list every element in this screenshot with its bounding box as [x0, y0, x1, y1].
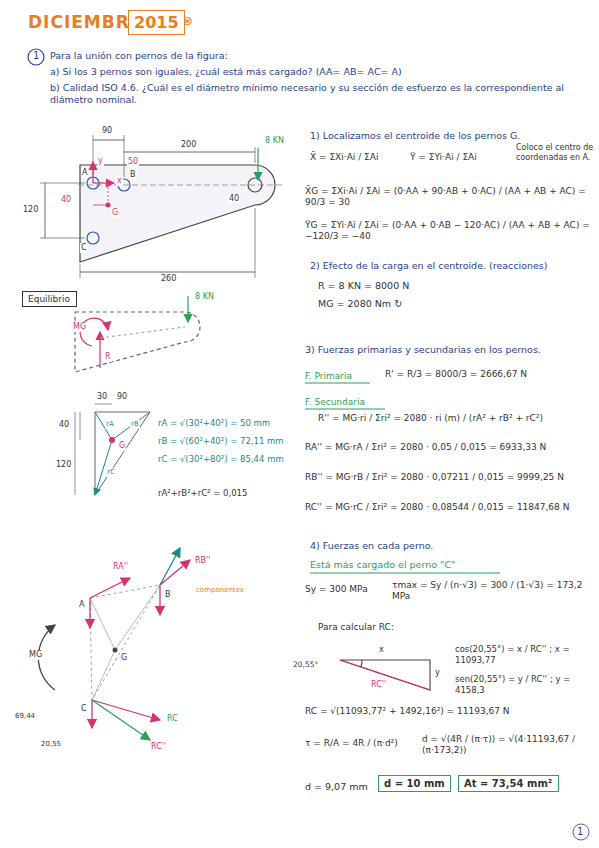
force-label: RA'' — [112, 562, 129, 572]
angle: 20,55 — [40, 740, 62, 749]
dimension: 200 — [180, 140, 197, 150]
box-text: d = 10 mm — [384, 778, 445, 789]
equation: R = 8 KN = 8000 N — [318, 280, 409, 292]
force-label: RC'' — [150, 742, 167, 752]
force-label: R — [104, 352, 112, 362]
equation: Para calcular RC: — [318, 622, 394, 633]
side-label: x — [378, 645, 385, 655]
force-label: RC — [166, 714, 179, 724]
equation: rA²+rB²+rC² = 0,015 — [158, 488, 247, 499]
subheading: F. Primaria — [305, 371, 352, 382]
bolt-label: C — [80, 704, 88, 714]
conclusion: Está más cargado el perno "C" — [310, 559, 455, 571]
equation: X̄ = ΣXi·Ai / ΣAi — [310, 152, 406, 163]
equation: ȲG = ΣYi·Ai / ΣAi = (0·AA + 0·AB − 120·A… — [305, 220, 595, 243]
result-box: d = 10 mm — [378, 775, 451, 792]
dimension: 40 — [58, 420, 70, 430]
equation: MG = 2080 Nm ↻ — [318, 298, 402, 310]
underline — [305, 383, 370, 384]
step-heading: 4) Fuerzas en cada perno. — [310, 540, 595, 552]
load-label: 8 KN — [194, 292, 215, 302]
step-heading: 3) Fuerzas primarias y secundarias en lo… — [305, 344, 595, 356]
axis: y — [97, 156, 104, 166]
subheading: F. Secundaria — [305, 397, 365, 408]
angle: 69,44 — [14, 712, 36, 721]
moment-label: MG — [28, 650, 43, 660]
radius-label: rB — [130, 420, 140, 429]
dimension: 90 — [116, 392, 128, 402]
side-label: RC'' — [370, 680, 387, 690]
radius-label: rA — [105, 420, 115, 429]
page-circle — [573, 824, 589, 840]
equation: Sy = 300 MPa — [305, 584, 387, 595]
callout-number: 1 — [33, 50, 39, 63]
component-triangle — [340, 660, 430, 690]
bolt-label: B — [129, 170, 137, 180]
equation: cos(20,55°) = x / RC'' ; x = 11093,77 — [455, 644, 593, 665]
underline — [310, 572, 500, 573]
equation: X̄G = ΣXi·Ai / ΣAi = (0·AA + 90·AB + 0·A… — [305, 186, 595, 209]
statement: a) Si los 3 pernos son iguales, ¿cuál es… — [50, 66, 595, 78]
section-box: Equilibrio — [22, 291, 77, 307]
radius-label: rC — [106, 468, 116, 477]
force-label: RB'' — [194, 556, 211, 566]
number-circle — [28, 49, 44, 65]
point-label: G — [120, 653, 128, 663]
year-box: 2015 — [128, 10, 185, 35]
equation: d = √(4R / (π·τ)) = √(4·11193,67 / (π·17… — [422, 734, 592, 757]
step-heading: 1) Localizamos el centroide de los perno… — [310, 130, 595, 142]
bolt-label: B — [164, 590, 172, 600]
result-box: At = 73,54 mm² — [458, 775, 559, 792]
box-text: Equilibrio — [28, 294, 70, 304]
dimension: 90 — [101, 126, 113, 136]
equation: rB = √(60²+40²) = 72,11 mm — [158, 436, 284, 447]
equation: R' = R/3 = 8000/3 = 2666,67 N — [385, 369, 590, 380]
load-label: 8 KN — [264, 136, 285, 146]
dimension: 120 — [22, 205, 39, 215]
equation: sen(20,55°) = y / RC'' ; y = 4158,3 — [455, 674, 593, 695]
statement: b) Calidad ISO 4.6. ¿Cuál es el diámetro… — [50, 82, 590, 106]
page-number: 1 — [577, 826, 583, 839]
box-text: 2015 — [134, 13, 179, 32]
bolted-plate — [40, 135, 282, 278]
equation: RC = √(11093,77² + 1492,16²) = 11193,67 … — [305, 706, 595, 717]
axis: x — [116, 176, 123, 186]
bolt-label: C — [80, 243, 88, 253]
dimension: 40 — [228, 194, 240, 204]
result: d = 9,07 mm — [305, 781, 368, 793]
free-body — [75, 296, 200, 372]
equation: RA'' = MG·rA / Σri² = 2080 · 0,05 / 0,01… — [305, 442, 595, 453]
page-title: DICIEMBRE — [28, 12, 142, 32]
note: componentes — [196, 586, 244, 595]
equation: RC'' = MG·rC / Σri² = 2080 · 0,08544 / 0… — [305, 502, 595, 513]
point-label: G — [111, 208, 119, 218]
equation: RB'' = MG·rB / Σri² = 2080 · 0,07211 / 0… — [305, 472, 595, 483]
dimension: 40 — [60, 195, 72, 205]
dimension: 260 — [160, 274, 177, 284]
bolt-label: A — [81, 168, 88, 178]
statement: Para la unión con pernos de la figura: — [50, 50, 228, 62]
equation: τmax = Sy / (n·√3) = 300 / (1·√3) = 173,… — [392, 580, 592, 603]
angle: 20,55° — [292, 660, 319, 669]
bolt-label: A — [78, 600, 85, 610]
moment-label: MG — [72, 322, 87, 332]
underline — [305, 409, 385, 410]
radii-sketch — [75, 404, 150, 495]
equation: Ȳ = ΣYi·Ai / ΣAi — [410, 152, 510, 163]
dimension: 120 — [55, 460, 72, 470]
dimension: 50 — [127, 157, 139, 167]
equation: R'' = MG·ri / Σri² = 2080 · ri (m) / (rA… — [318, 413, 593, 424]
point-label: G — [118, 441, 126, 451]
side-label: y — [434, 668, 441, 678]
step-heading: 2) Efecto de la carga en el centroide. (… — [310, 260, 595, 272]
dimension: 30 — [96, 392, 108, 402]
note: Coloco el centro de coordenadas en A. — [516, 143, 594, 163]
box-text: At = 73,54 mm² — [464, 778, 552, 789]
equation: rA = √(30²+40²) = 50 mm — [158, 418, 270, 429]
force-diagram — [38, 548, 190, 740]
equation: rC = √(30²+80²) = 85,44 mm — [158, 454, 284, 465]
equation: τ = R/A = 4R / (π·d²) — [305, 738, 417, 749]
